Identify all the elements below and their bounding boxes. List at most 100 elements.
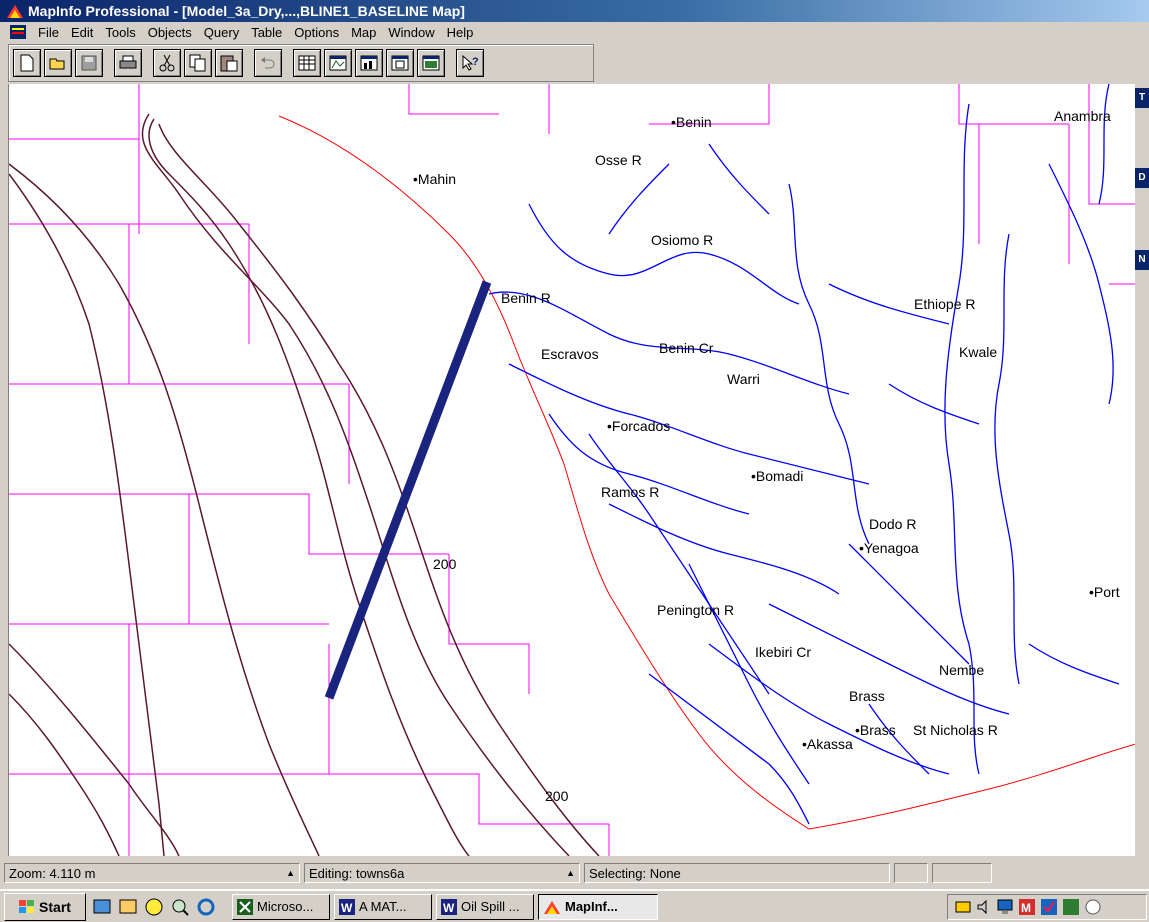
quicklaunch-desktop-icon[interactable]	[92, 897, 112, 917]
tray-mcafee-icon[interactable]: M	[1018, 898, 1036, 916]
label-st-nicholas: St Nicholas R	[913, 722, 998, 738]
label-osse: Osse R	[595, 152, 642, 168]
label-forcados: Forcados	[607, 418, 670, 434]
svg-text:M: M	[1021, 901, 1031, 915]
redistrict-icon	[422, 55, 440, 71]
system-tray: M	[947, 894, 1147, 920]
menu-edit[interactable]: Edit	[70, 24, 94, 40]
menu-file[interactable]: File	[38, 24, 59, 40]
print-button[interactable]	[114, 49, 142, 77]
title-bar[interactable]: MapInfo Professional - [Model_3a_Dry,...…	[0, 0, 1149, 22]
label-nembe: Nembe	[939, 662, 985, 678]
menu-options[interactable]: Options	[294, 24, 340, 40]
save-button[interactable]	[75, 49, 103, 77]
new-button[interactable]	[13, 49, 41, 77]
window-title: MapInfo Professional - [Model_3a_Dry,...…	[28, 3, 465, 19]
label-warri: Warri	[727, 371, 760, 387]
new-grapher-icon	[360, 55, 378, 71]
tray-volume-icon[interactable]	[976, 898, 992, 916]
label-benin-cr: Benin Cr	[659, 340, 714, 356]
quicklaunch-search-icon[interactable]	[170, 897, 190, 917]
open-button[interactable]	[44, 49, 72, 77]
quicklaunch-outlook-icon[interactable]	[118, 897, 138, 917]
new-mapper-button[interactable]	[324, 49, 352, 77]
baseline-transect	[324, 280, 492, 700]
cut-icon	[159, 54, 175, 72]
label-osiomo: Osiomo R	[651, 232, 714, 248]
new-browser-icon	[298, 55, 316, 71]
quicklaunch-ie-icon[interactable]	[196, 897, 216, 917]
tray-network-icon[interactable]	[954, 898, 972, 916]
label-kwale: Kwale	[959, 344, 998, 360]
undo-button[interactable]	[254, 49, 282, 77]
undo-icon	[261, 57, 275, 69]
help-pointer-icon: ?	[462, 54, 479, 71]
selecting-status[interactable]: Selecting: None	[584, 863, 890, 883]
new-grapher-button[interactable]	[355, 49, 383, 77]
panel-tab-2[interactable]: D	[1135, 168, 1149, 188]
copy-icon	[189, 54, 206, 72]
task-excel[interactable]: Microso...	[232, 893, 330, 920]
map-window[interactable]: Benin Anambra Osse R Mahin Osiomo R Beni…	[8, 84, 1136, 856]
label-mahin: Mahin	[413, 171, 456, 187]
new-mapper-icon	[329, 55, 347, 71]
label-akassa: Akassa	[802, 736, 853, 752]
menu-window[interactable]: Window	[388, 24, 435, 40]
new-layout-button[interactable]	[386, 49, 414, 77]
label-brass-town: Brass	[849, 688, 885, 704]
tray-computer-icon[interactable]	[996, 898, 1014, 916]
mapinfo-app-icon	[7, 5, 23, 18]
label-brass: Brass	[855, 722, 896, 738]
label-ramos: Ramos R	[601, 484, 660, 500]
zoom-status[interactable]: Zoom: 4.110 m▲	[4, 863, 300, 883]
editing-status[interactable]: Editing: towns6a▲	[304, 863, 580, 883]
cut-button[interactable]	[153, 49, 181, 77]
label-ikebiri: Ikebiri Cr	[755, 644, 812, 660]
menu-map[interactable]: Map	[351, 24, 377, 40]
tray-flag-icon[interactable]	[1062, 898, 1080, 916]
new-browser-button[interactable]	[293, 49, 321, 77]
label-dodo: Dodo R	[869, 516, 917, 532]
status-cell-empty-2	[932, 863, 992, 883]
map-canvas[interactable]	[9, 84, 1136, 856]
help-pointer-button[interactable]: ?	[456, 49, 484, 77]
coastline	[278, 115, 1136, 830]
copy-button[interactable]	[184, 49, 212, 77]
tray-check-icon[interactable]	[1040, 898, 1058, 916]
word-icon: W	[339, 898, 355, 915]
paste-button[interactable]	[215, 49, 243, 77]
tray-clock-icon[interactable]	[1084, 898, 1102, 916]
document-icon[interactable]	[10, 25, 26, 39]
panel-tab-1[interactable]: T	[1135, 88, 1149, 108]
save-icon	[81, 55, 97, 71]
menu-query[interactable]: Query	[203, 24, 240, 40]
menu-tools[interactable]: Tools	[105, 24, 136, 40]
excel-icon	[237, 898, 253, 915]
menu-objects[interactable]: Objects	[147, 24, 192, 40]
label-benin: Benin	[671, 114, 712, 130]
label-bomadi: Bomadi	[751, 468, 803, 484]
menu-bar: File Edit Tools Objects Query Table Opti…	[0, 22, 1149, 42]
task-mapinfo[interactable]: MapInf...	[538, 893, 658, 920]
quicklaunch-messenger-icon[interactable]	[144, 897, 164, 917]
svg-text:W: W	[443, 901, 455, 915]
panel-tab-3[interactable]: N	[1135, 250, 1149, 270]
windows-logo-icon	[19, 899, 35, 913]
status-bar: Zoom: 4.110 m▲ Editing: towns6a▲ Selecti…	[0, 860, 1149, 886]
standard-toolbar: ?	[8, 44, 594, 82]
start-button[interactable]: Start	[4, 892, 86, 921]
docked-panel: T D N	[1135, 84, 1149, 856]
open-icon	[49, 58, 65, 70]
caret-up-icon: ▲	[566, 868, 575, 878]
label-anambra: Anambra	[1054, 108, 1111, 124]
label-escravos: Escravos	[541, 346, 599, 362]
menu-table[interactable]: Table	[251, 24, 283, 40]
label-depth-200-a: 200	[433, 556, 457, 572]
block-boundaries	[9, 84, 1136, 856]
word-icon: W	[441, 898, 457, 915]
redistrict-button[interactable]	[417, 49, 445, 77]
menu-help[interactable]: Help	[446, 24, 474, 40]
paste-icon	[220, 55, 238, 72]
